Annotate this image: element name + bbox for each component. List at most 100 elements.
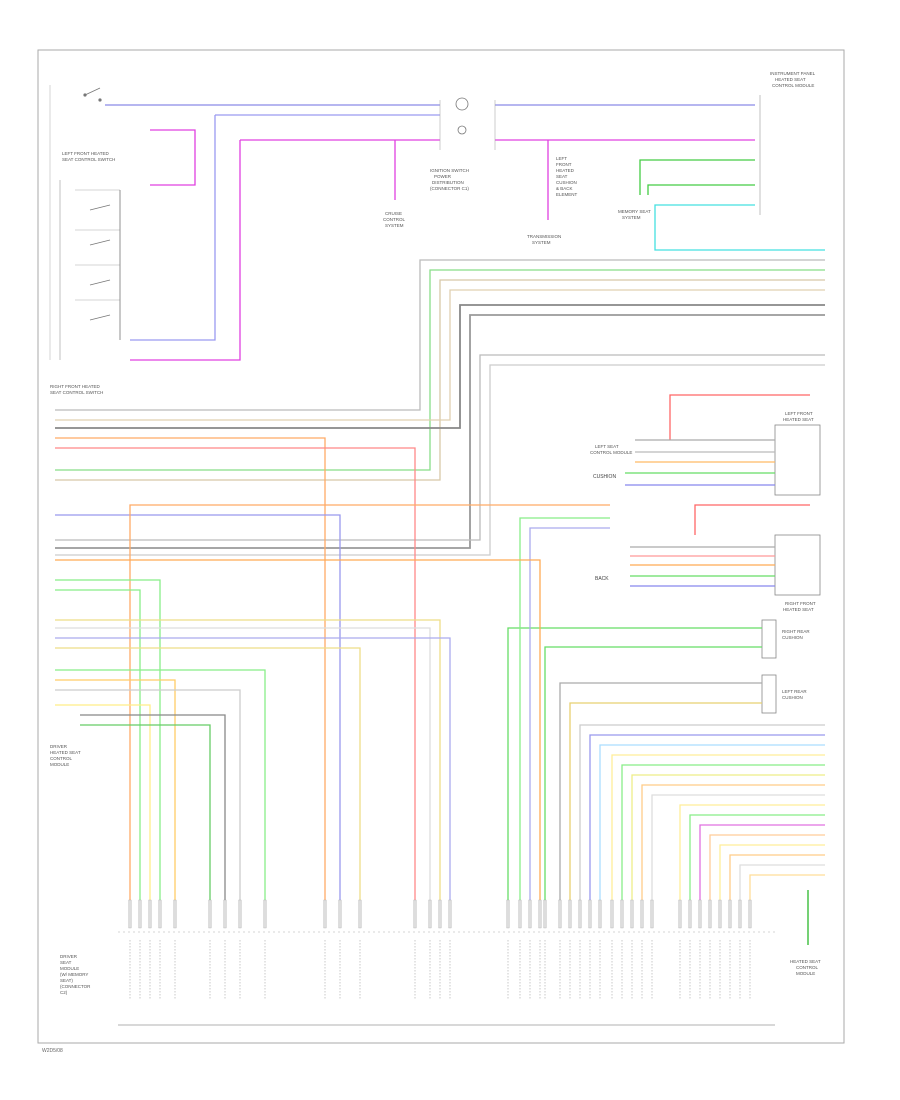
connector-pin [173, 899, 177, 929]
wire-green-memory1 [639, 159, 755, 195]
connector-pin [728, 899, 732, 929]
connector-pin [208, 899, 212, 929]
lbm-2: SEAT [60, 960, 72, 965]
memory-ref-2: SYSTEM [622, 215, 641, 220]
rf-elem-1: RIGHT FRONT [785, 601, 816, 606]
connector-pin [138, 899, 142, 929]
wire-green-rr [507, 627, 762, 900]
center-fuse: IGNITION SWITCH POWER DISTRIBUTION (CONN… [430, 97, 496, 191]
seat-note-2: FRONT [556, 162, 572, 167]
connector-pin [578, 899, 582, 929]
connector-pin [323, 899, 327, 929]
right-rear-element: RIGHT REAR CUSHION [761, 619, 810, 659]
seat-note-1: LEFT [556, 156, 567, 161]
wire-salmon-1 [55, 447, 416, 900]
right-switch-label-2: SEAT CONTROL SWITCH [50, 390, 103, 395]
connector-pin [438, 899, 442, 929]
connector-pin [588, 899, 592, 929]
br-ref-2: CONTROL [796, 965, 818, 970]
connector-pin [610, 899, 614, 929]
wire-violet-top2 [130, 114, 440, 341]
wire-gray-lr [559, 682, 762, 900]
left-note-4: MODULE [50, 762, 69, 767]
connector-pin [428, 899, 432, 929]
connector-pin [543, 899, 547, 929]
lbm-6: (CONNECTOR [60, 984, 91, 989]
trunk-green1 [55, 269, 825, 471]
left-note-3: CONTROL [50, 756, 72, 761]
connector-pin [538, 899, 542, 929]
connector-pin [708, 899, 712, 929]
memory-ref-1: MEMORY SEAT [618, 209, 651, 214]
wire-green-rr2 [544, 646, 762, 900]
lsm-1: LEFT SEAT [595, 444, 619, 449]
seat-note-6: & BACK [556, 186, 573, 191]
trans-ref-1: TRANSMISSION [527, 234, 561, 239]
tr-conn-3: CONTROL MODULE [772, 83, 814, 88]
connector-pin [158, 899, 162, 929]
lf-elem-2: HEATED SEAT [783, 417, 814, 422]
connector-pin [528, 899, 532, 929]
br-ref-1: HEATED SEAT [790, 959, 821, 964]
footer-code: W2D5/08 [42, 1048, 63, 1054]
rr-2: CUSHION [782, 635, 803, 640]
back-label: BACK [595, 576, 609, 582]
cruise-ref-2: CONTROL [383, 217, 405, 222]
diagram-frame [37, 49, 845, 1044]
lbm-5: SEAT) [60, 978, 73, 983]
center-fuse-label-3: DISTRIBUTION [432, 180, 464, 185]
wire-green-memory2 [647, 184, 755, 195]
connector-pin [358, 899, 362, 929]
seat-note-7: ELEMENT [556, 192, 578, 197]
connector-pin [630, 899, 634, 929]
lr-2: CUSHION [782, 695, 803, 700]
cushion-label: CUSHION [593, 474, 616, 480]
right-wire-fan [579, 724, 825, 900]
connector-pin [338, 899, 342, 929]
connector-pin [128, 899, 132, 929]
lbm-7: C2) [60, 990, 68, 995]
connector-pin [718, 899, 722, 929]
connector-pin [518, 899, 522, 929]
connector-pin [688, 899, 692, 929]
lbm-1: DRIVER [60, 954, 78, 959]
lbm-3: MODULE [60, 966, 79, 971]
connector-pin [238, 899, 242, 929]
trans-ref-2: SYSTEM [532, 240, 551, 245]
left-rear-element: LEFT REAR CUSHION [761, 674, 807, 714]
seat-note-4: SEAT [556, 174, 568, 179]
left-note-2: HEATED SEAT [50, 750, 81, 755]
trunk-gray1 [55, 259, 825, 411]
connector-pin [640, 899, 644, 929]
left-front-seat-element: LEFT FRONT HEATED SEAT [669, 394, 821, 496]
connector-pin [748, 899, 752, 929]
center-fuse-label-1: IGNITION SWITCH [430, 168, 469, 173]
left-switch-label-2: SEAT CONTROL SWITCH [62, 157, 115, 162]
tr-conn-1: INSTRUMENT PANEL [770, 71, 816, 76]
center-fuse-label-2: POWER [434, 174, 452, 179]
left-heated-seat-switch: LEFT FRONT HEATED SEAT CONTROL SWITCH [49, 85, 121, 360]
trunk-gray-mid2 [55, 364, 825, 556]
connector-pin [413, 899, 417, 929]
trunk-dark2 [55, 314, 825, 549]
trunk-dark1 [55, 304, 825, 429]
connector-pin [448, 899, 452, 929]
left-switch-label-1: LEFT FRONT HEATED [62, 151, 110, 156]
connector-pin [558, 899, 562, 929]
tr-conn-2: HEATED SEAT [775, 77, 806, 82]
connector-pin [148, 899, 152, 929]
rr-1: RIGHT REAR [782, 629, 810, 634]
seat-note-5: CUSHION [556, 180, 577, 185]
right-switch-label-1: RIGHT FRONT HEATED [50, 384, 101, 389]
connector-pin [678, 899, 682, 929]
connector-pin [650, 899, 654, 929]
connector-pin [568, 899, 572, 929]
seat-note-3: HEATED [556, 168, 575, 173]
left-wire-bundle [55, 504, 610, 900]
left-note-1: DRIVER [50, 744, 68, 749]
trunk-tan2 [55, 289, 825, 421]
cruise-ref-1: CRUISE [385, 211, 402, 216]
wire-yellow-lr [569, 702, 762, 900]
connector-pin [738, 899, 742, 929]
